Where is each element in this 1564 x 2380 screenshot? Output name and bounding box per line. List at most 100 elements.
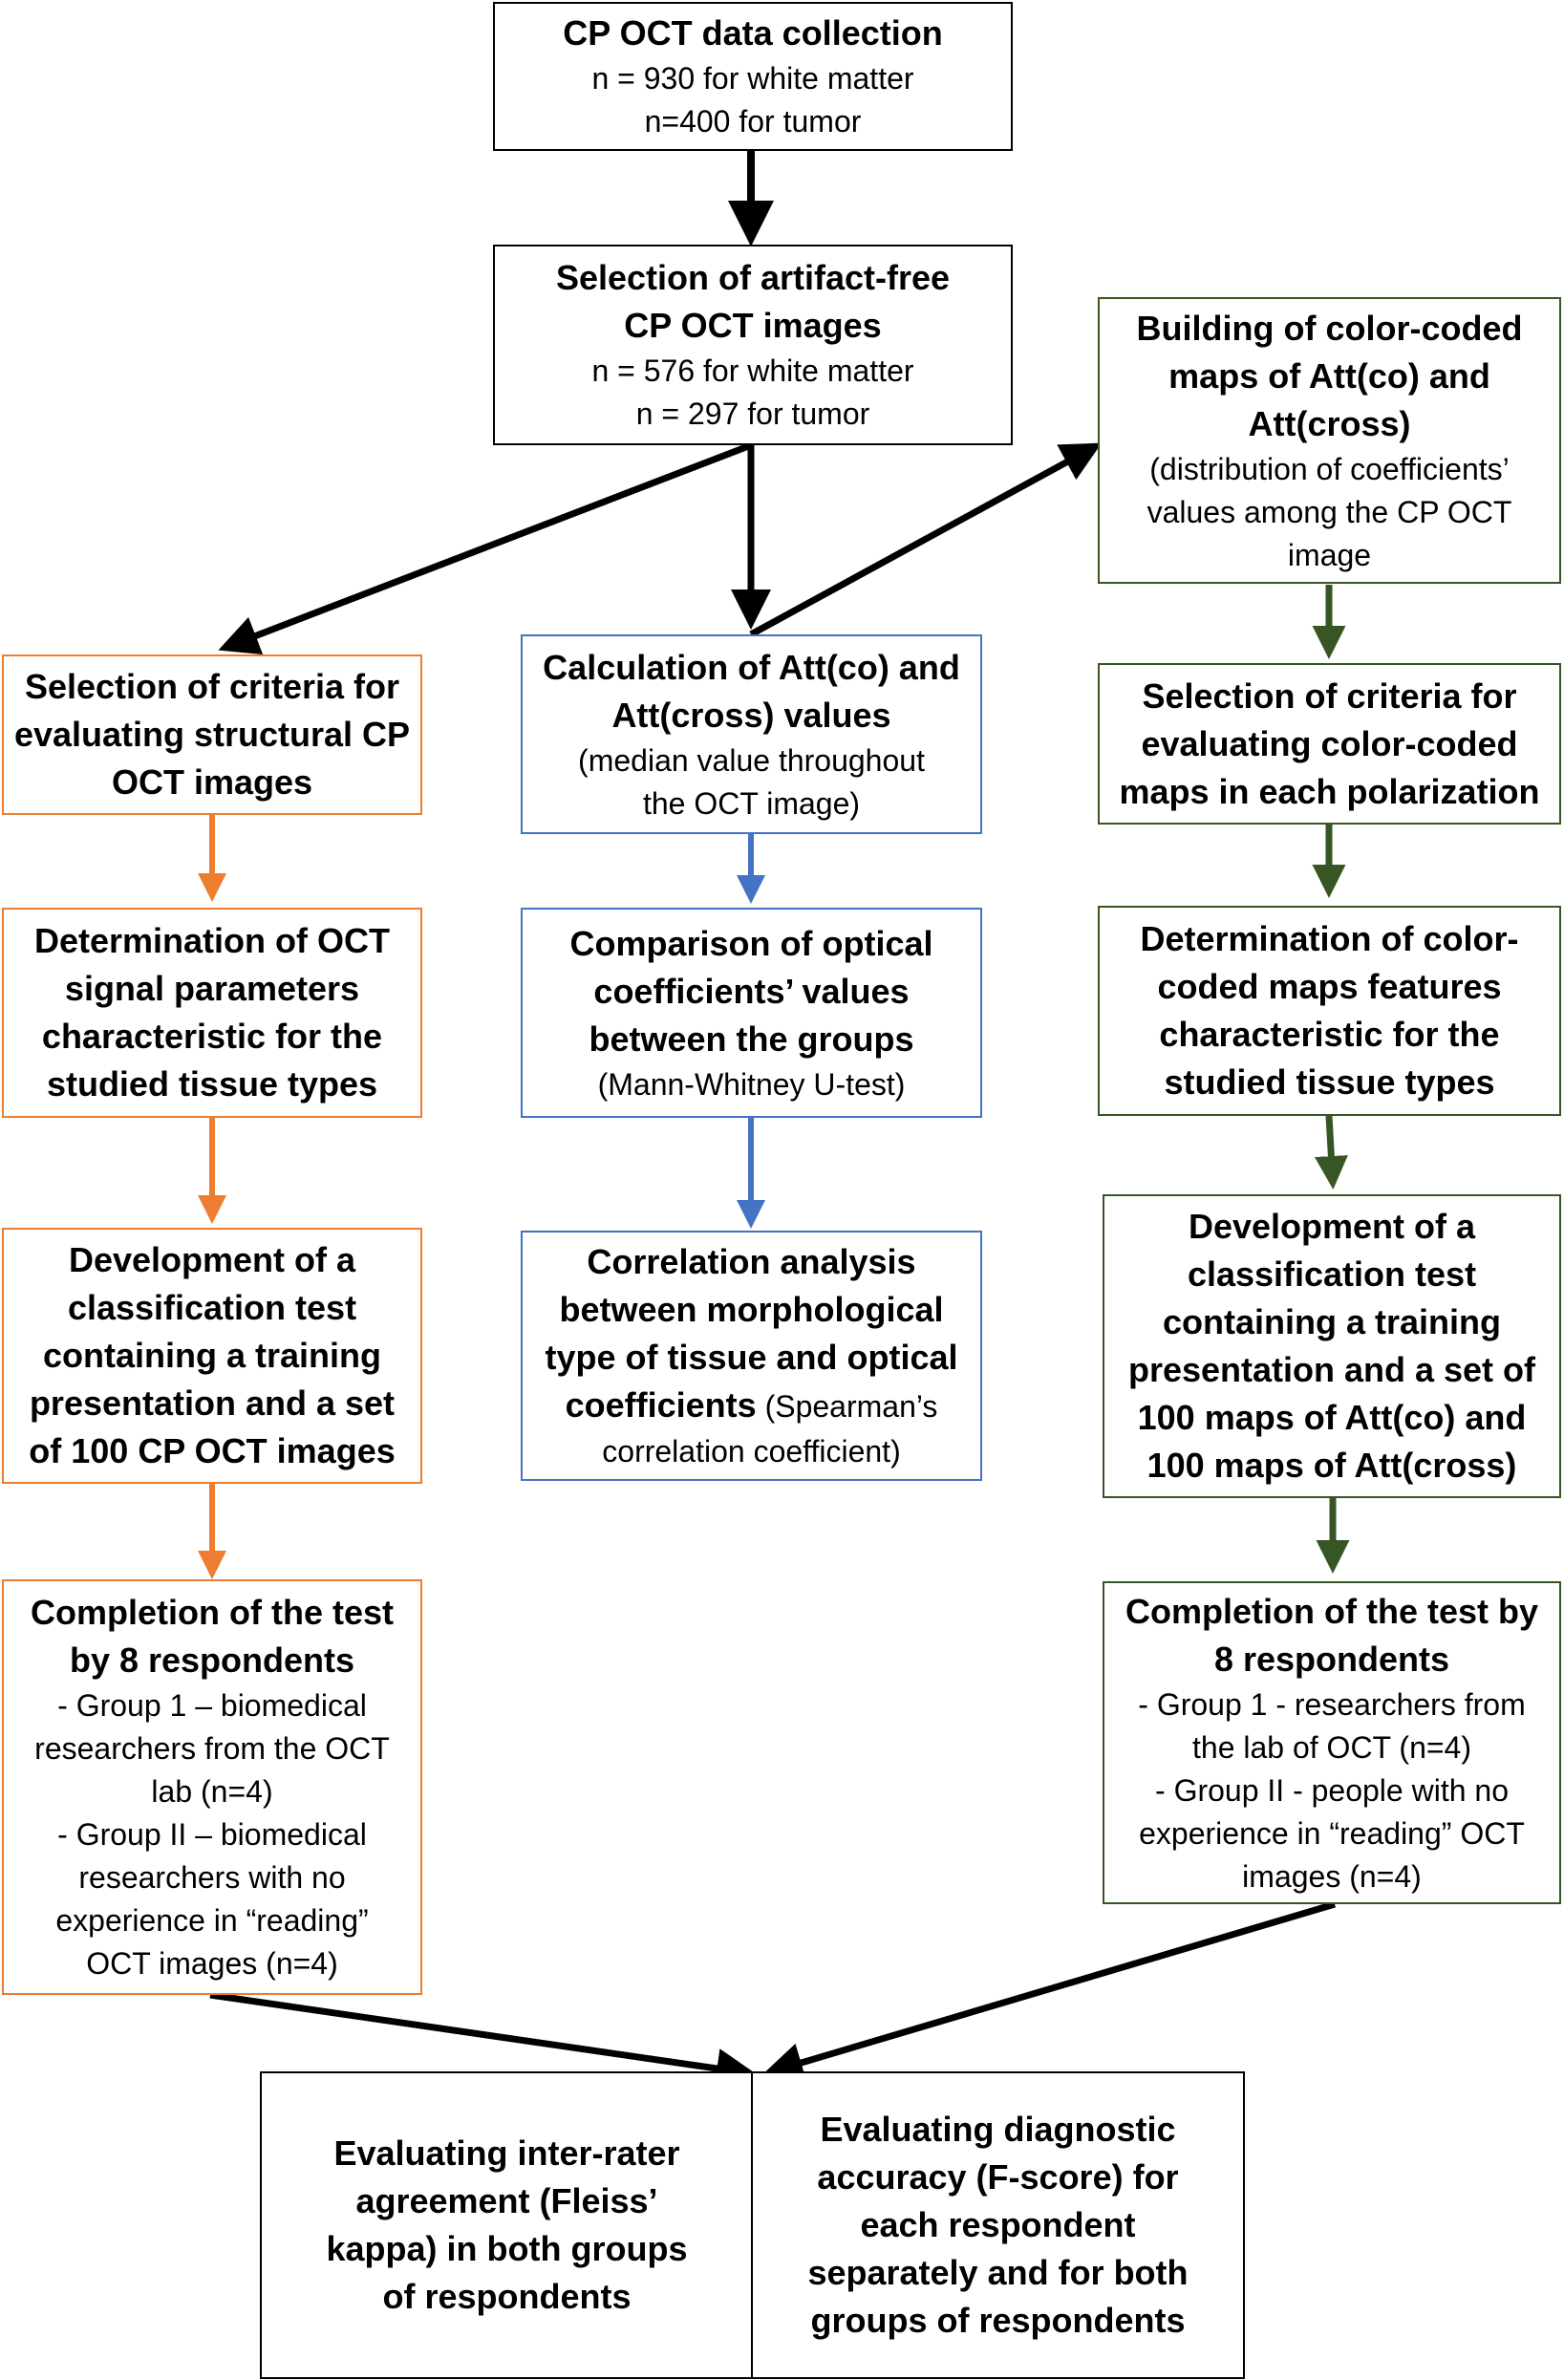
box-title-line: Building of color-coded bbox=[1136, 308, 1523, 348]
box-title-line: OCT images bbox=[111, 762, 313, 802]
arrow-blue-calc-to-building bbox=[749, 442, 1103, 638]
box-data-collection: CP OCT data collection n = 930 for white… bbox=[493, 2, 1013, 151]
box-line: the lab of OCT (n=4) bbox=[1192, 1729, 1471, 1765]
box-color-map-criteria: Selection of criteria for evaluating col… bbox=[1098, 663, 1561, 825]
box-title-line: by 8 respondents bbox=[69, 1640, 355, 1680]
box-title-line-mixed: coefficients (Spearman’s bbox=[566, 1382, 938, 1430]
box-diagnostic-accuracy: Evaluating diagnostic accuracy (F-score)… bbox=[751, 2071, 1245, 2379]
box-line: - Group 1 - researchers from bbox=[1138, 1686, 1526, 1722]
box-orange-test-completion: Completion of the test by 8 respondents … bbox=[2, 1579, 422, 1995]
box-inter-rater-agreement: Evaluating inter-rater agreement (Fleiss… bbox=[260, 2071, 754, 2379]
box-title-line: Completion of the test by bbox=[1125, 1591, 1538, 1631]
box-title-line: classification test bbox=[1187, 1254, 1477, 1294]
box-line: n = 576 for white matter bbox=[591, 354, 914, 388]
box-line: - Group II – biomedical bbox=[57, 1817, 367, 1852]
box-title-line: coefficients’ values bbox=[593, 971, 910, 1011]
box-title-line: Completion of the test bbox=[31, 1593, 394, 1632]
box-title-line: maps of Att(co) and bbox=[1168, 355, 1490, 396]
box-title-line: 100 maps of Att(co) and bbox=[1137, 1398, 1527, 1437]
box-title-line: Evaluating diagnostic bbox=[820, 2110, 1176, 2149]
box-coefficient-comparison: Comparison of optical coefficients’ valu… bbox=[521, 908, 982, 1118]
box-title-line: Development of a bbox=[1188, 1207, 1476, 1246]
box-title-line: studied tissue types bbox=[46, 1064, 378, 1104]
box-title-line: classification test bbox=[67, 1288, 357, 1327]
box-line: n = 297 for tumor bbox=[635, 397, 870, 431]
box-title-line: Determination of OCT bbox=[33, 921, 390, 960]
box-classification-test-development: Development of a classification test con… bbox=[2, 1228, 422, 1484]
arrow-selection-to-orange-criteria bbox=[218, 441, 753, 655]
box-line: image bbox=[1287, 537, 1372, 572]
box-title-line: coded maps features bbox=[1157, 967, 1502, 1006]
box-title-line: Selection of criteria for bbox=[24, 667, 400, 706]
box-title-line: type of tissue and optical bbox=[545, 1338, 958, 1377]
box-line: correlation coefficient) bbox=[602, 1434, 901, 1469]
box-title-line: each respondent bbox=[860, 2205, 1136, 2244]
box-line: researchers from the OCT bbox=[34, 1731, 390, 1766]
box-title-line: 100 maps of Att(cross) bbox=[1146, 1446, 1517, 1485]
box-title-line: Determination of color- bbox=[1140, 919, 1519, 958]
box-title-line: 8 respondents bbox=[1213, 1639, 1450, 1679]
box-att-calculation: Calculation of Att(co) and Att(cross) va… bbox=[521, 634, 982, 834]
arrow-orange-completion-to-bottom bbox=[209, 1991, 757, 2089]
arrow-green-3 bbox=[1314, 1115, 1348, 1190]
box-title-line: of respondents bbox=[382, 2277, 632, 2316]
box-title-line: kappa) in both groups bbox=[326, 2229, 688, 2268]
bold-word: coefficients bbox=[565, 1385, 757, 1425]
box-title-line: characteristic for the bbox=[1159, 1015, 1500, 1054]
box-map-test-development: Development of a classification test con… bbox=[1103, 1194, 1561, 1498]
box-title-line: of 100 CP OCT images bbox=[29, 1431, 396, 1470]
box-line: experience in “reading” OCT bbox=[1139, 1815, 1525, 1851]
box-building-color-maps: Building of color-coded maps of Att(co) … bbox=[1098, 297, 1561, 584]
box-title-line: Comparison of optical bbox=[569, 923, 933, 963]
box-line: images (n=4) bbox=[1242, 1858, 1422, 1894]
box-title-line: Att(cross) values bbox=[611, 695, 891, 735]
box-green-test-completion: Completion of the test by 8 respondents … bbox=[1103, 1581, 1561, 1904]
box-line: - Group 1 – biomedical bbox=[57, 1688, 367, 1723]
box-structural-criteria: Selection of criteria for evaluating str… bbox=[2, 654, 422, 815]
box-title-line: Development of a bbox=[68, 1240, 356, 1279]
box-title-line: between morphological bbox=[559, 1290, 944, 1329]
box-title-line: Calculation of Att(co) and bbox=[543, 647, 960, 687]
box-title-line: presentation and a set bbox=[29, 1383, 396, 1423]
box-title-line: signal parameters bbox=[64, 969, 360, 1008]
box-color-map-features: Determination of color- coded maps featu… bbox=[1098, 906, 1561, 1116]
box-line: researchers with no bbox=[78, 1860, 346, 1895]
box-oct-signal-determination: Determination of OCT signal parameters c… bbox=[2, 908, 422, 1118]
box-title-line: Correlation analysis bbox=[587, 1242, 916, 1281]
box-line: n=400 for tumor bbox=[644, 104, 862, 139]
box-title-line: Att(cross) bbox=[1248, 403, 1411, 443]
box-title-line: Selection of artifact-free bbox=[555, 258, 951, 297]
box-line: values among the CP OCT bbox=[1146, 494, 1512, 529]
box-line: (Mann-Whitney U-test) bbox=[597, 1066, 906, 1102]
box-line: OCT images (n=4) bbox=[86, 1946, 338, 1981]
box-title-line: maps in each polarization bbox=[1119, 771, 1540, 811]
box-title-line: between the groups bbox=[589, 1018, 914, 1059]
box-title-line: presentation and a set of bbox=[1127, 1350, 1536, 1389]
box-title-line: Selection of criteria for bbox=[1142, 675, 1517, 716]
box-artifact-free-selection: Selection of artifact-free CP OCT images… bbox=[493, 245, 1013, 445]
box-title-line: containing a training bbox=[42, 1336, 381, 1375]
box-title-line: separately and for both bbox=[807, 2253, 1189, 2292]
arrow-green-completion-to-bottom bbox=[762, 1900, 1336, 2083]
box-title-line: characteristic for the bbox=[41, 1017, 383, 1056]
box-title-line: CP OCT images bbox=[624, 306, 882, 345]
box-title-line: Evaluating inter-rater bbox=[333, 2133, 680, 2173]
box-title-line: evaluating color-coded bbox=[1141, 723, 1518, 763]
box-line: n = 930 for white matter bbox=[591, 61, 914, 96]
box-title-line: accuracy (F-score) for bbox=[817, 2157, 1179, 2197]
box-line: - Group II - people with no bbox=[1155, 1772, 1509, 1808]
box-title-line: groups of respondents bbox=[810, 2301, 1186, 2340]
box-line: (median value throughout bbox=[578, 742, 925, 778]
normal-text: (Spearman’s bbox=[756, 1389, 938, 1424]
box-title-line: evaluating structural CP bbox=[13, 715, 411, 754]
box-title: CP OCT data collection bbox=[563, 13, 943, 53]
box-correlation-analysis: Correlation analysis between morphologic… bbox=[521, 1231, 982, 1481]
box-line: the OCT image) bbox=[642, 785, 861, 821]
box-line: experience in “reading” bbox=[55, 1903, 369, 1938]
box-title-line: agreement (Fleiss’ bbox=[355, 2181, 658, 2220]
box-line: (distribution of coefficients’ bbox=[1149, 451, 1510, 486]
box-title-line: studied tissue types bbox=[1164, 1062, 1495, 1102]
box-line: lab (n=4) bbox=[151, 1774, 273, 1809]
box-title-line: containing a training bbox=[1162, 1302, 1501, 1341]
